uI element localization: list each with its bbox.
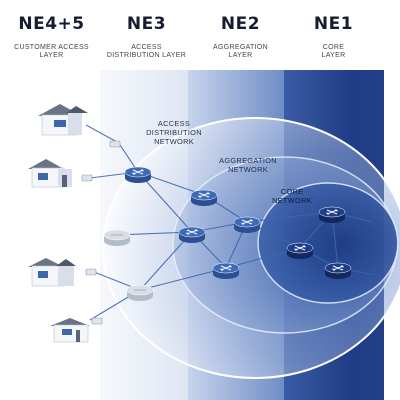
- column-ne45: NE4+5 CUSTOMER ACCESS LAYER: [5, 0, 98, 68]
- router-icon: [212, 262, 240, 279]
- zone-label-aggregation: AGGREGATION NETWORK: [219, 156, 277, 174]
- link: [139, 267, 227, 291]
- router-icon: [324, 262, 352, 279]
- column-title: NE3: [126, 14, 167, 34]
- router-icon: [286, 242, 314, 259]
- column-ne2: NE2 AGGREGATION LAYER: [194, 0, 287, 68]
- column-ne3: NE3 ACCESS DISTRIBUTION LAYER: [100, 0, 193, 68]
- router-icon: [126, 284, 154, 301]
- zone-label-line: AGGREGATION: [219, 156, 277, 165]
- column-subtitle: CORE LAYER: [287, 44, 380, 60]
- router-icon: [103, 229, 131, 246]
- house-icon: [28, 258, 76, 287]
- column-title: NE4+5: [18, 14, 85, 34]
- zone-label-line: DISTRIBUTION: [146, 128, 202, 137]
- modem-icon: [91, 317, 103, 325]
- zone-label-line: NETWORK: [228, 165, 268, 174]
- column-title: NE2: [220, 14, 261, 34]
- zone-label-core: CORE NETWORK: [272, 187, 312, 205]
- modem-icon: [81, 174, 93, 182]
- column-subtitle-line: LAYER: [321, 52, 346, 59]
- link: [85, 124, 118, 143]
- column-subtitle-line: AGGREGATION: [213, 44, 268, 51]
- modem-icon: [109, 140, 121, 148]
- column-ne1: NE1 CORE LAYER: [287, 0, 380, 68]
- column-subtitle-line: ACCESS: [131, 44, 162, 51]
- zone-label-line: NETWORK: [154, 137, 194, 146]
- modem-icon: [85, 268, 97, 276]
- link: [246, 211, 333, 223]
- house-icon: [50, 318, 90, 343]
- column-title: NE1: [313, 14, 354, 34]
- zone-label-access-distribution: ACCESS DISTRIBUTION NETWORK: [146, 119, 202, 146]
- column-subtitle-line: CUSTOMER ACCESS: [14, 44, 89, 51]
- zone-label-line: NETWORK: [272, 196, 312, 205]
- zone-label-line: CORE: [281, 187, 304, 196]
- column-subtitle-line: CORE: [322, 44, 345, 51]
- column-subtitle-line: DISTRIBUTION LAYER: [106, 52, 187, 59]
- column-subtitle: AGGREGATION LAYER: [194, 44, 287, 60]
- router-icon: [178, 226, 206, 243]
- router-icon: [318, 206, 346, 223]
- router-icon: [190, 189, 218, 206]
- house-icon: [28, 159, 72, 188]
- routers: [103, 166, 352, 301]
- column-subtitle-line: LAYER: [228, 52, 253, 59]
- column-subtitle: CUSTOMER ACCESS LAYER: [5, 44, 98, 60]
- link: [137, 171, 193, 233]
- router-icon: [233, 216, 261, 233]
- router-icon: [124, 166, 152, 183]
- house-icon: [38, 104, 88, 136]
- column-subtitle: ACCESS DISTRIBUTION LAYER: [100, 44, 193, 60]
- column-subtitle-line: LAYER: [39, 52, 64, 59]
- zone-label-line: ACCESS: [158, 119, 190, 128]
